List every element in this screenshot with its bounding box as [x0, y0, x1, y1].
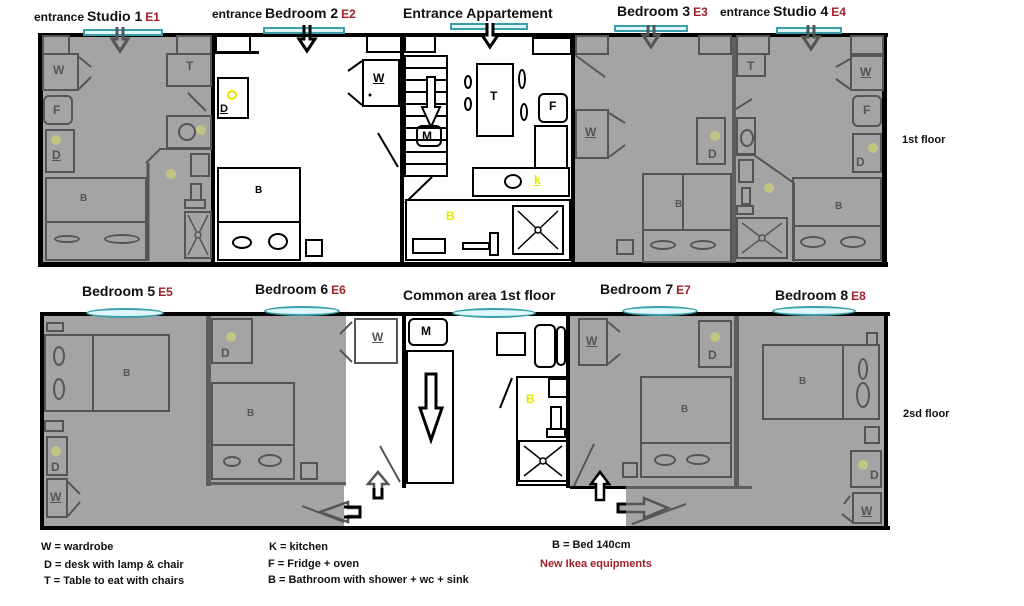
- wardrobe-door-icon: [841, 495, 853, 523]
- wardrobe-door-icon: [608, 112, 626, 158]
- shower-drain-icon: [741, 222, 783, 254]
- microwave-common: [408, 318, 448, 346]
- door-swing-icon: [187, 92, 207, 112]
- shower-studio-4: [736, 217, 788, 259]
- desk-studio-1: [45, 129, 75, 173]
- second-floor-plan: B D W D W B M B W D B B: [40, 306, 890, 530]
- microwave: [416, 125, 442, 147]
- stair-down-arrow-icon: [420, 76, 442, 130]
- entrance-arrow-e2-icon: [296, 25, 318, 54]
- first-floor-plan: W F D T B D W B: [38, 23, 888, 267]
- window-e3: [614, 25, 688, 32]
- entrance-arrow-e6-icon: [365, 470, 391, 500]
- legend-desk: D = desk with lamp & chair: [44, 559, 184, 571]
- legend-wardrobe: W = wardrobe: [41, 541, 114, 553]
- entrance-arrow-appartement-icon: [479, 23, 501, 50]
- desk-bedroom-8: [850, 450, 882, 488]
- second-floor-label: 2sd floor: [903, 408, 950, 420]
- wardrobe-bedroom-5: [46, 478, 68, 518]
- entrance-arrow-e3-icon: [640, 25, 662, 50]
- door-swing-icon: [574, 54, 606, 78]
- door-swing-icon: [379, 445, 401, 483]
- legend-bathroom: B = Bathroom with shower + wc + sink: [268, 574, 469, 586]
- window-e6: [264, 306, 340, 316]
- kitchen-k-label: k: [534, 173, 541, 187]
- wardrobe-bedroom-7: [578, 318, 608, 366]
- bathroom-studio-4: [736, 154, 795, 263]
- door-swing-icon: [735, 98, 753, 110]
- door-swing-icon: [573, 443, 595, 487]
- shower-drain-icon: [517, 210, 559, 250]
- wardrobe-door-icon: [607, 321, 621, 365]
- fridge-studio-4: [852, 95, 882, 127]
- lamp-icon: [227, 90, 237, 100]
- bed-bedroom-5: [92, 334, 170, 412]
- shower-drain-icon: [187, 214, 209, 256]
- wardrobe-door-icon: [78, 56, 92, 90]
- wardrobe-studio-1: [42, 53, 79, 91]
- legend-kitchen: K = kitchen: [269, 541, 328, 553]
- window-e5: [86, 308, 164, 318]
- wardrobe-door-icon: [67, 481, 81, 517]
- bedroom-5-6-area: [44, 314, 346, 526]
- legend-ikea-note: New Ikea equipments: [540, 558, 652, 570]
- window-common-area: [452, 308, 536, 318]
- door-swing-icon: [377, 132, 399, 168]
- fridge-appartement: [538, 93, 568, 123]
- wardrobe-door-icon: [347, 60, 372, 106]
- entrance-arrow-e8-icon: [616, 496, 672, 520]
- wardrobe-studio-4: [850, 55, 884, 91]
- entrance-appartement-label: Entrance Appartement: [403, 5, 553, 21]
- shower-drain-icon: [523, 445, 563, 477]
- bed-studio-1: [45, 177, 147, 223]
- common-area-label: Common area 1st floor: [403, 287, 556, 303]
- table-studio-1: [166, 53, 212, 87]
- desk-bedroom-2: [217, 77, 249, 119]
- window-e7: [622, 306, 698, 316]
- wardrobe-bedroom-2: [362, 59, 400, 107]
- wardrobe-bedroom-3: [575, 109, 609, 159]
- entrance-arrow-e4-icon: [800, 25, 822, 52]
- wardrobe-door-icon: [835, 58, 851, 90]
- desk-bedroom-7: [698, 320, 732, 368]
- window-e8: [772, 306, 856, 316]
- dining-table: [476, 63, 514, 137]
- table-studio-4: [736, 53, 766, 77]
- bathroom-studio-1: [145, 148, 212, 261]
- stair-down-arrow-icon: [417, 372, 445, 445]
- legend-fridge: F = Fridge + oven: [268, 558, 360, 570]
- sofa: [534, 324, 556, 368]
- desk-bedroom-5: [46, 436, 68, 476]
- desk-bedroom-3: [696, 117, 726, 165]
- entrance-arrow-e7-icon: [588, 469, 612, 502]
- wardrobe-door-icon: [339, 321, 353, 363]
- fridge-studio-1: [43, 95, 73, 125]
- shower-studio-1: [184, 211, 212, 259]
- coffee-table: [496, 332, 526, 356]
- desk-studio-4: [852, 133, 882, 173]
- door-swing-icon: [631, 503, 687, 525]
- legend-table: T = Table to eat with chairs: [44, 575, 185, 587]
- legend-bed: B = Bed 140cm: [552, 539, 631, 551]
- first-floor-label: 1st floor: [902, 134, 946, 146]
- desk-bedroom-6: [211, 318, 253, 364]
- door-swing-icon: [499, 377, 513, 409]
- entrance-arrow-e5-icon: [316, 500, 362, 524]
- wardrobe-bedroom-6: [354, 318, 398, 364]
- wardrobe-bedroom-8: [852, 492, 882, 524]
- entrance-arrow-e1-icon: [109, 27, 131, 54]
